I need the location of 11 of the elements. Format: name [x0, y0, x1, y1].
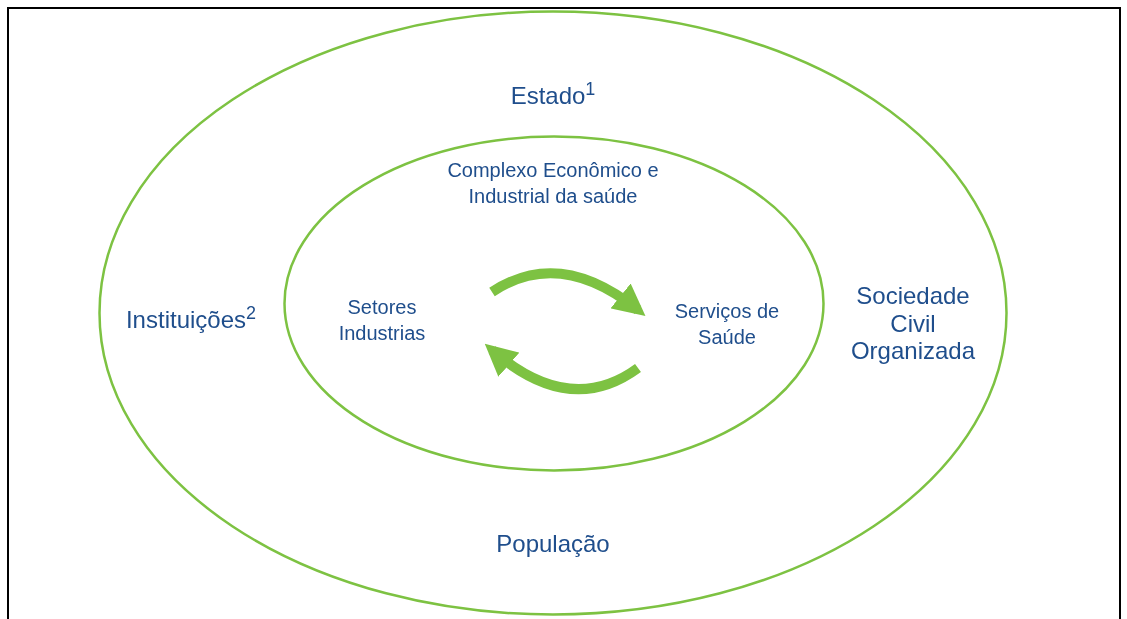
- node-label: Complexo Econômico e Industrial da saúde: [446, 158, 660, 209]
- node-label: Estado$^{1}$: [509, 78, 597, 111]
- ellipse-region: [283, 135, 825, 472]
- curved-arrow: [489, 268, 646, 316]
- node-label: Setores Industrias: [337, 295, 427, 346]
- node-label: Serviços de Saúde: [673, 299, 781, 350]
- node-label: População: [495, 529, 611, 559]
- ellipse-region: [98, 10, 1008, 616]
- curved-arrow: [484, 343, 641, 395]
- node-label: Instituições$^{2}$: [124, 302, 258, 335]
- node-label: Sociedade Civil Organizada: [849, 282, 977, 365]
